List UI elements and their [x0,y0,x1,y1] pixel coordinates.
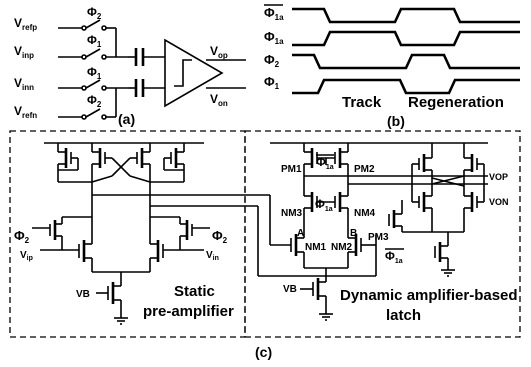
label-tail-phi1a-bar: Φ1a [385,249,403,265]
preamp-labels: Φ2 Φ2 Vip Vin VB Static pre-amplifier [14,228,234,320]
label-pm3: PM3 [368,232,389,243]
label-pm2: PM2 [354,164,375,175]
caption-c: (c) [255,344,272,360]
label-phi1: Φ1 [264,74,280,91]
label-von-latch: VON [489,197,509,207]
label-preamp-phi2-left: Φ2 [14,228,30,245]
label-preamp-phi2-right: Φ2 [212,228,228,245]
label-switch-phi1-top: Φ1 [87,33,102,49]
latch-labels: PM1 PM2 Φ1a Φ1a NM3 NM4 A B NM1 NM2 VB V… [281,154,518,324]
waveform-phi1a-bar [292,7,520,24]
label-phi1a: Φ1a [264,29,284,46]
caption-a: (a) [118,111,135,127]
preamp-title-line2: pre-amplifier [143,303,234,320]
label-switch-phi2-top: Φ2 [87,5,102,21]
label-nm2: NM2 [331,242,353,253]
label-vinp: Vinp [14,44,34,60]
preamp-title-line1: Static [174,283,215,300]
latch-circuit [257,142,488,321]
waveform-phi2 [292,53,520,70]
panel-a: Vrefp Vinp Vinn Vrefn Φ2 Φ1 Φ1 Φ2 [14,5,246,127]
label-vop-latch: VOP [489,172,508,182]
label-vop: Vop [210,44,228,60]
label-von: Von [210,92,228,108]
waveform-phi1a [292,30,520,47]
latch-title-line1: Dynamic amplifier-based [340,287,518,304]
label-vin: Vin [206,250,219,262]
label-latch-phi1a-bar: Φ1a [316,155,334,171]
latch-title-line2: latch [386,307,421,324]
label-nm3: NM3 [281,208,303,219]
comparator-triangle [164,38,246,108]
label-node-b: B [350,228,357,239]
label-phi2: Φ2 [264,52,280,69]
label-preamp-vb: VB [76,289,90,300]
switches-bottom [58,79,128,120]
label-phi1a-bar: Φ1a [264,5,284,22]
panel-b: Φ1a Φ1a Φ2 Φ1 Track Regeneration (b) [264,4,520,129]
waveform-phi1 [292,78,520,95]
label-switch-phi1-bottom: Φ1 [87,65,102,81]
label-vinn: Vinn [14,76,34,92]
label-pm1: PM1 [281,164,302,175]
label-track: Track [342,94,382,111]
label-vrefp: Vrefp [14,16,37,32]
preamp-circuit [32,142,270,325]
label-nm4: NM4 [354,208,376,219]
label-regeneration: Regeneration [408,94,504,111]
switches-top [58,19,128,60]
sampling-capacitors [128,48,165,97]
label-latch-phi1a: Φ1a [315,197,333,213]
label-latch-vb: VB [283,284,297,295]
label-nm1: NM1 [305,242,327,253]
label-node-a: A [297,228,304,239]
caption-b: (b) [387,113,405,129]
label-vip: Vip [20,250,33,262]
label-vrefn: Vrefn [14,104,37,120]
label-switch-phi2-bottom: Φ2 [87,93,102,109]
